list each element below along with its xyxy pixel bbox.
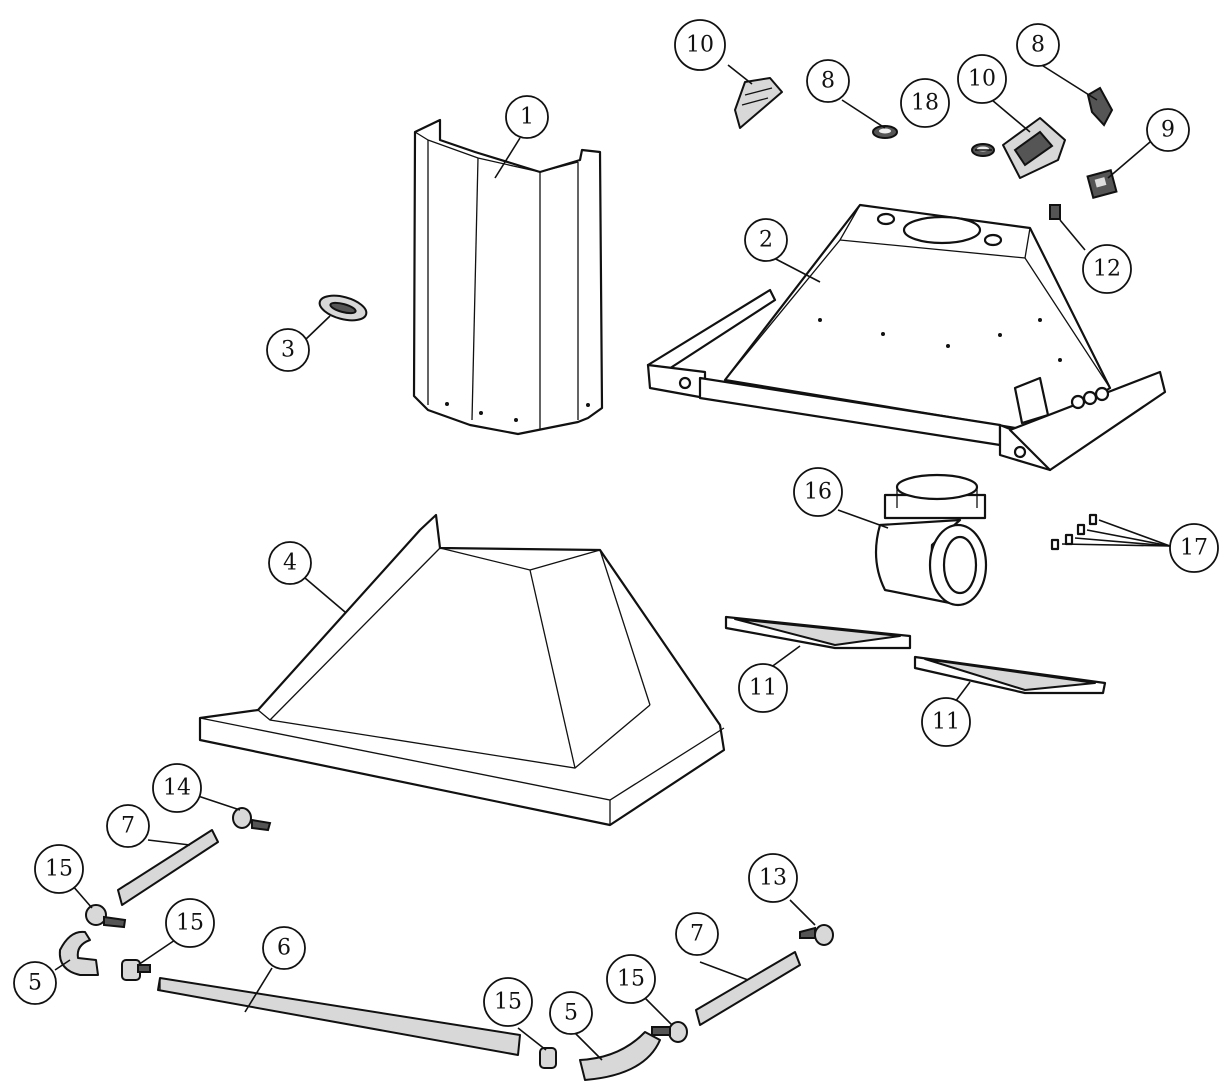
callout-10-left: 10 [674,19,726,71]
callout-14: 14 [152,763,202,813]
callout-7-left: 7 [106,804,150,848]
callout-4: 4 [268,541,312,585]
svg-text:15: 15 [494,990,522,1015]
svg-text:6: 6 [277,936,291,961]
callout-15-c: 15 [483,977,533,1027]
callout-8-right: 8 [1016,23,1060,67]
svg-text:13: 13 [759,866,787,891]
svg-text:11: 11 [749,676,777,701]
callout-2: 2 [744,218,788,262]
part-5-left-elbow [58,930,99,976]
part-15-connector-b [121,959,151,981]
svg-text:17: 17 [1180,536,1208,561]
part-7-left-rail [117,829,219,906]
callout-15-b: 15 [165,898,215,948]
part-3-logo-badge [318,294,368,322]
part-4-canopy [198,513,726,827]
svg-text:7: 7 [690,922,704,947]
svg-text:15: 15 [176,911,204,936]
svg-text:5: 5 [564,1001,578,1026]
part-10-light-housing [1002,117,1066,179]
svg-text:4: 4 [283,551,297,576]
part-10-lens [734,77,783,129]
callout-8-middle: 8 [806,59,850,103]
callout-15-d: 15 [606,954,656,1004]
svg-text:15: 15 [45,857,73,882]
svg-text:11: 11 [932,710,960,735]
part-7-right-rail [695,951,801,1026]
svg-text:2: 2 [759,228,773,253]
part-15-connector-d [651,1021,688,1043]
svg-text:18: 18 [911,91,939,116]
svg-text:14: 14 [163,776,191,801]
callout-11-right: 11 [921,697,971,747]
svg-text:8: 8 [1031,33,1045,58]
part-16-blower [874,473,988,607]
part-8-clip [1086,86,1114,127]
part-13-connector [799,924,834,946]
svg-text:8: 8 [821,69,835,94]
callout-10-right: 10 [957,54,1007,104]
part-14-connector [232,807,272,832]
svg-text:9: 9 [1161,118,1175,143]
callout-12: 12 [1082,244,1132,294]
part-11-filter-right [913,655,1107,695]
part-17-terminals [1050,513,1171,551]
callout-13: 13 [748,853,798,903]
callout-18: 18 [900,78,950,128]
callout-11-left: 11 [738,663,788,713]
part-15-connector-a [85,904,127,929]
svg-text:3: 3 [281,338,295,363]
part-5-right-elbow [579,1031,661,1081]
svg-text:12: 12 [1093,257,1121,282]
leader-lines [54,63,1151,1061]
callout-15-a: 15 [34,844,84,894]
callout-7-right: 7 [675,912,719,956]
part-2-hood-body [646,203,1167,472]
part-11-filter-left [724,615,912,650]
callout-1: 1 [505,95,549,139]
callout-5-left: 5 [13,961,57,1005]
svg-text:16: 16 [804,480,832,505]
svg-text:5: 5 [28,971,42,996]
part-8-ring-small [872,125,898,139]
part-1-chimney-cover [412,118,604,436]
callout-5-right: 5 [549,991,593,1035]
part-12-clip [1049,204,1061,220]
part-15-connector-c [539,1047,557,1069]
callout-3: 3 [266,328,310,372]
svg-text:10: 10 [968,67,996,92]
svg-text:1: 1 [520,105,534,130]
part-6-long-rail [157,977,521,1056]
svg-text:7: 7 [121,814,135,839]
svg-text:15: 15 [617,967,645,992]
callout-9: 9 [1146,108,1190,152]
callout-17: 17 [1169,523,1219,573]
svg-text:10: 10 [686,33,714,58]
callout-16: 16 [793,467,843,517]
callout-6: 6 [262,926,306,970]
